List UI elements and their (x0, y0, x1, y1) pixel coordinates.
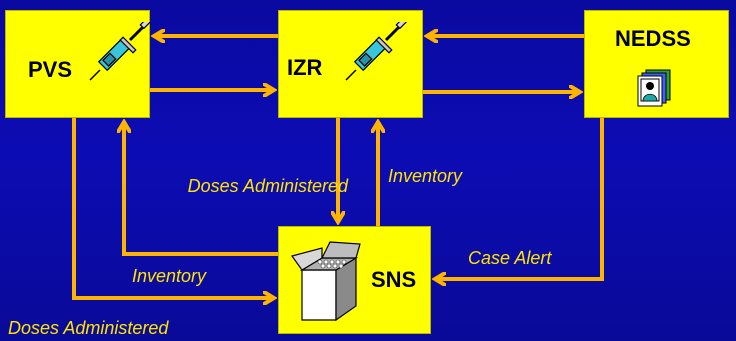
node-pvs: PVS (5, 10, 150, 118)
label-inventory-izr: Inventory (388, 166, 463, 186)
label-doses-administered-pvs: Doses Administered (8, 318, 169, 338)
izr-label: IZR (287, 55, 323, 80)
arrow-nedss-to-sns (435, 118, 604, 279)
supply-box-icon (291, 241, 361, 322)
node-izr: IZR (278, 10, 423, 118)
label-doses-administered-izr: Doses Administered (187, 176, 348, 196)
nedss-label: NEDSS (615, 26, 691, 51)
syringe-icon (89, 22, 154, 81)
syringe-icon (345, 22, 410, 81)
label-case-alert: Case Alert (468, 248, 552, 268)
arrow-sns-to-pvs (124, 122, 278, 256)
pvs-label: PVS (28, 57, 73, 82)
person-records-icon (637, 69, 671, 107)
sns-label: SNS (371, 267, 417, 292)
arrow-pvs-to-sns (72, 118, 274, 298)
label-inventory-pvs: Inventory (132, 266, 207, 286)
